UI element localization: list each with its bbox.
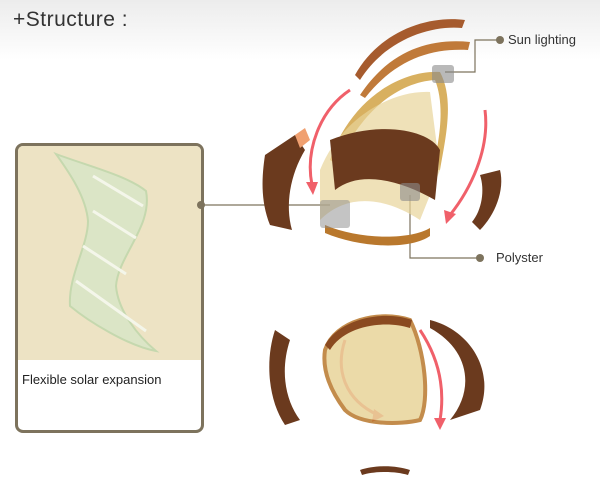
polyster-dot (476, 254, 484, 262)
solar-panel-shape (53, 151, 160, 353)
card-connector-dot (197, 201, 205, 209)
flexible-solar-card: Flexible solar expansion (15, 143, 204, 433)
flexible-solar-label: Flexible solar expansion (22, 372, 162, 387)
page-title: +Structure : (13, 8, 129, 31)
polyster-marker (400, 183, 420, 201)
sun-lighting-dot (496, 36, 504, 44)
sun-lighting-marker (432, 65, 454, 83)
sun-lighting-label: Sun lighting (508, 32, 576, 47)
upper-structure (262, 19, 502, 246)
card-marker (320, 200, 350, 228)
polyster-label: Polyster (496, 250, 543, 265)
solar-panel-illustration (18, 146, 201, 360)
lower-structure (269, 314, 485, 475)
